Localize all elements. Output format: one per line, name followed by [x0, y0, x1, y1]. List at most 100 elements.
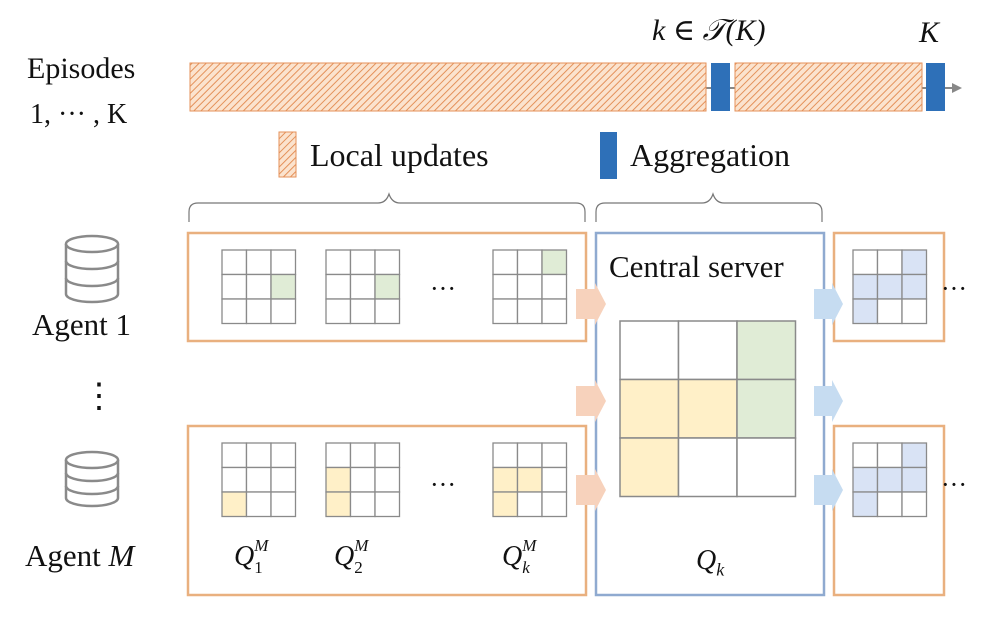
timeline-arrowhead: [952, 83, 962, 93]
central-server-title: Central server: [609, 249, 784, 284]
q-table-cell: [221, 249, 248, 276]
server-q-label: Qk: [696, 547, 724, 579]
arrow-server-to-agent-1: [814, 283, 843, 325]
q-table-cell: [221, 442, 248, 469]
aggregation-legend-swatch: [600, 132, 617, 179]
q-table-cell: [541, 442, 568, 469]
server-q-base: Q: [696, 545, 717, 576]
aggregation-block-2: [926, 63, 945, 111]
q-table-cell: [349, 466, 376, 493]
q-table-cell: [736, 437, 797, 498]
agent-m-q-table-1: [221, 442, 297, 518]
q-table-cell: [876, 466, 903, 493]
q-table-cell: [876, 249, 903, 276]
q-table-cell: [516, 298, 543, 325]
aggregation-brace: [595, 192, 823, 222]
agent-m-local-panel: [186, 424, 588, 597]
q-table-cell: [901, 249, 928, 276]
q-table-cell: [492, 491, 519, 518]
q-table-cell: [374, 298, 401, 325]
q-table-cell: [349, 298, 376, 325]
q-table-cell: [852, 466, 879, 493]
q-table-cell: [876, 298, 903, 325]
q-table-cell: [677, 378, 738, 439]
agent-vertical-ellipsis: ⋮: [82, 378, 116, 415]
q-table-cell: [876, 442, 903, 469]
q-table-cell: [516, 466, 543, 493]
q-table-cell: [492, 466, 519, 493]
q-table-cell: [325, 442, 352, 469]
local-updates-brace: [188, 192, 586, 222]
agent-m-next-panel: [832, 424, 946, 597]
local-updates-segment-1: [189, 62, 707, 112]
q-table-cell: [541, 249, 568, 276]
local-updates-legend-swatch: [278, 131, 297, 178]
q-table-cell: [270, 442, 297, 469]
q-label-k-base: Q: [502, 541, 523, 572]
q-label-2-base: Q: [334, 541, 355, 572]
agent-1-local-panel: [186, 231, 588, 343]
q-table-cell: [677, 437, 738, 498]
q-table-cell: [325, 466, 352, 493]
q-table-cell: [270, 273, 297, 300]
q-table-cell: [245, 466, 272, 493]
q-table-cell: [221, 298, 248, 325]
q-table-cell: [349, 442, 376, 469]
local-updates-segment-2: [734, 62, 923, 112]
q-table-cell: [270, 491, 297, 518]
q-table-cell: [516, 249, 543, 276]
q-label-1-sup: M: [254, 536, 269, 555]
q-table-cell: [325, 273, 352, 300]
q-table-cell: [374, 491, 401, 518]
q-table-cell: [492, 442, 519, 469]
q-table-cell: [221, 273, 248, 300]
q-table-cell: [876, 491, 903, 518]
q-table-cell: [901, 298, 928, 325]
server-q-table: [619, 320, 797, 498]
q-table-cell: [221, 466, 248, 493]
q-table-cell: [492, 298, 519, 325]
agent-1-q-table-2: [325, 249, 401, 325]
q-table-grids: [221, 249, 928, 518]
q-table-cell: [245, 298, 272, 325]
q-table-cell: [245, 273, 272, 300]
aggregation-legend-label: Aggregation: [630, 137, 790, 173]
q-table-cell: [349, 249, 376, 276]
q-table-cell: [901, 491, 928, 518]
agent-1-label: Agent 1: [32, 307, 132, 342]
q-table-cell: [619, 320, 680, 381]
aggregation-episode-label: k ∈ 𝒯(K): [652, 14, 766, 47]
q-table-cell: [349, 491, 376, 518]
ellipsis-agent-1: ···: [430, 274, 456, 303]
agent-m-label-prefix: Agent: [25, 538, 109, 573]
agent-m-q-table-2: [325, 442, 401, 518]
q-table-cell: [245, 442, 272, 469]
final-episode-label: K: [919, 16, 940, 49]
q-label-2-sub: 2: [354, 558, 363, 577]
q-table-cell: [374, 249, 401, 276]
q-table-cell: [516, 442, 543, 469]
q-table-cell: [492, 249, 519, 276]
q-table-cell: [541, 273, 568, 300]
ellipsis-next-agent-m: ···: [941, 470, 967, 499]
agent-m-q-table-k: [492, 442, 568, 518]
q-table-cell: [374, 442, 401, 469]
q-table-cell: [516, 491, 543, 518]
q-table-cell: [270, 466, 297, 493]
q-table-cell: [876, 273, 903, 300]
database-icon-agent-1: [64, 234, 120, 304]
q-table-cell: [852, 442, 879, 469]
q-table-cell: [852, 273, 879, 300]
agent-1-next-q-table: [852, 249, 928, 325]
ellipsis-next-agent-1: ···: [941, 274, 967, 303]
q-table-cell: [245, 491, 272, 518]
agent-m-next-q-table: [852, 442, 928, 518]
q-table-cell: [325, 249, 352, 276]
episodes-label: Episodes: [27, 52, 136, 85]
episode-range-label: 1, ··· , K: [30, 99, 128, 130]
q-table-cell: [245, 249, 272, 276]
q-table-cell: [374, 273, 401, 300]
